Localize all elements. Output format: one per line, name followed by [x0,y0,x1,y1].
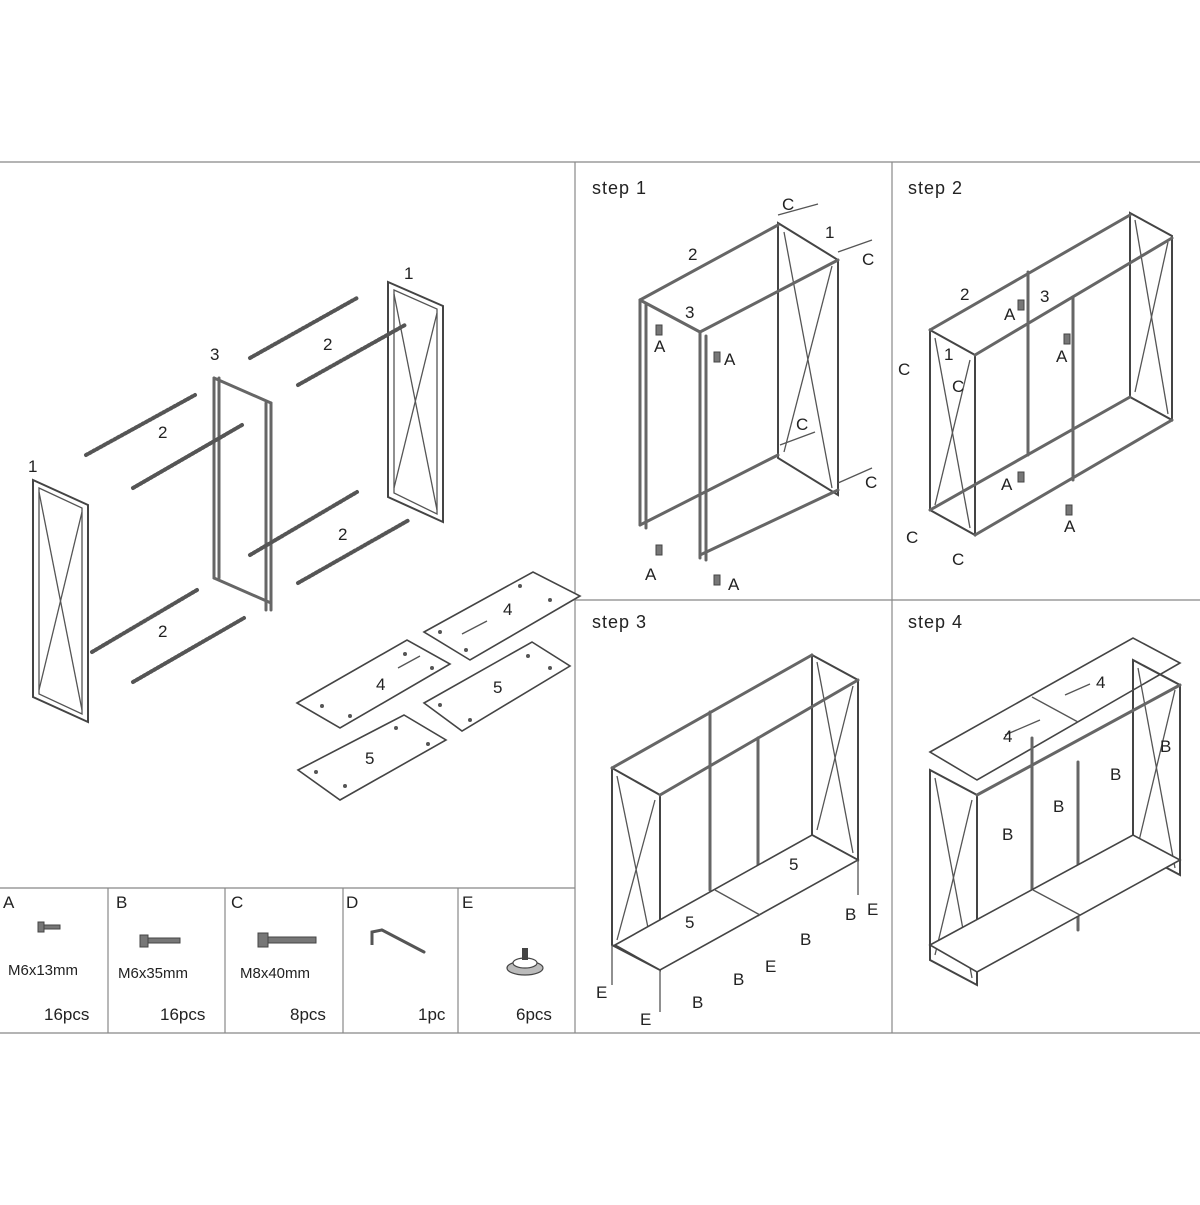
step-1-label-screw-a-4: A [728,575,740,594]
leveling-foot-icon [506,948,544,976]
label-beam-d: 2 [158,622,167,641]
step-4-drawing [928,637,1182,987]
step-1-label-screw-a: A [654,337,666,356]
step-3-label-screw-b-3: B [800,930,811,949]
hardware-d-qty: 1pc [418,1005,446,1024]
step-4-label-screw-b-3: B [1110,765,1121,784]
step-2-label-screw-c: C [898,360,910,379]
step-1-panel: step 1 2 1 3 A A A A [592,178,877,594]
hardware-c-letter: C [231,893,243,912]
step-3-label-foot-e: E [596,983,607,1002]
step-3-label-screw-b-4: B [845,905,856,924]
hardware-c-qty: 8pcs [290,1005,326,1024]
step-4-panel: step 4 4 4 B B B B [908,612,1182,987]
middle-frame [212,376,273,612]
label-top-panel-right: 4 [503,600,512,619]
step-1-label-screw-a-3: A [645,565,657,584]
beams [84,296,411,684]
side-frame-right [387,280,444,524]
step-2-label-screw-c-4: C [952,550,964,569]
step-1-label-screw-c-2: C [862,250,874,269]
step-1-drawing [638,203,873,586]
step-3-title: step 3 [592,612,647,632]
step-1-label-side: 1 [825,223,834,242]
hardware-c-size: M8x40mm [240,965,310,982]
step-2-label-screw-c-3: C [906,528,918,547]
label-side-right: 1 [404,264,413,283]
step-4-label-screw-b-4: B [1160,737,1171,756]
step-4-label-panel: 4 [1003,727,1012,746]
hardware-b-qty: 16pcs [160,1005,205,1024]
step-2-label-screw-a-2: A [1056,347,1068,366]
step-2-label-screw-a: A [1004,305,1016,324]
step-3-panel: step 3 5 5 B B B B E E E E [592,612,878,1029]
long-bolt-icon [257,932,317,948]
step-3-label-panel: 5 [685,913,694,932]
step-1-label-screw-a-2: A [724,350,736,369]
exploded-view: 1 1 3 2 2 [28,264,582,801]
hardware-table: A M6x13mm 16pcs B M6x35mm 16pcs C M8x40m… [3,893,552,1024]
step-3-label-foot-e-2: E [640,1010,651,1029]
step-2-label-screw-a-3: A [1001,475,1013,494]
hardware-d-letter: D [346,893,358,912]
hardware-a-size: M6x13mm [8,962,78,979]
step-1-label-middle: 3 [685,303,694,322]
hardware-e-qty: 6pcs [516,1005,552,1024]
hardware-a-letter: A [3,893,15,912]
step-2-label-beam: 2 [960,285,969,304]
step-3-label-panel-2: 5 [789,855,798,874]
allen-key-icon [370,928,426,954]
hardware-a-qty: 16pcs [44,1005,89,1024]
step-4-title: step 4 [908,612,963,632]
step-2-drawing [928,211,1174,537]
step-2-panel: step 2 2 1 3 A A A A C C C C [898,178,1174,569]
label-bottom-panel-left: 5 [365,749,374,768]
step-2-label-middle: 3 [1040,287,1049,306]
label-middle-frame: 3 [210,345,219,364]
label-beam-c: 2 [338,525,347,544]
step-2-label-screw-a-4: A [1064,517,1076,536]
hardware-b-size: M6x35mm [118,965,188,982]
label-top-panel-left: 4 [376,675,385,694]
step-1-label-screw-c: C [782,195,794,214]
hardware-e-letter: E [462,893,473,912]
label-beam-b: 2 [323,335,332,354]
step-3-label-screw-b-2: B [733,970,744,989]
label-bottom-panel-right: 5 [493,678,502,697]
step-4-label-panel-2: 4 [1096,673,1105,692]
step-1-title: step 1 [592,178,647,198]
step-3-label-screw-b: B [692,993,703,1012]
step-1-label-screw-c-3: C [796,415,808,434]
label-beam-a: 2 [158,423,167,442]
step-1-label-beam: 2 [688,245,697,264]
label-side-left: 1 [28,457,37,476]
step-4-label-screw-b: B [1002,825,1013,844]
step-2-label-side: 1 [944,345,953,364]
step-3-drawing [610,653,860,1012]
medium-screw-icon [139,934,181,948]
step-2-label-screw-c-2: C [952,377,964,396]
panels [295,571,582,801]
step-3-label-foot-e-4: E [867,900,878,919]
side-frame-left [32,478,89,724]
step-4-label-screw-b-2: B [1053,797,1064,816]
step-1-label-screw-c-4: C [865,473,877,492]
step-3-label-foot-e-3: E [765,957,776,976]
step-2-title: step 2 [908,178,963,198]
hardware-b-letter: B [116,893,127,912]
short-screw-icon [37,921,61,933]
